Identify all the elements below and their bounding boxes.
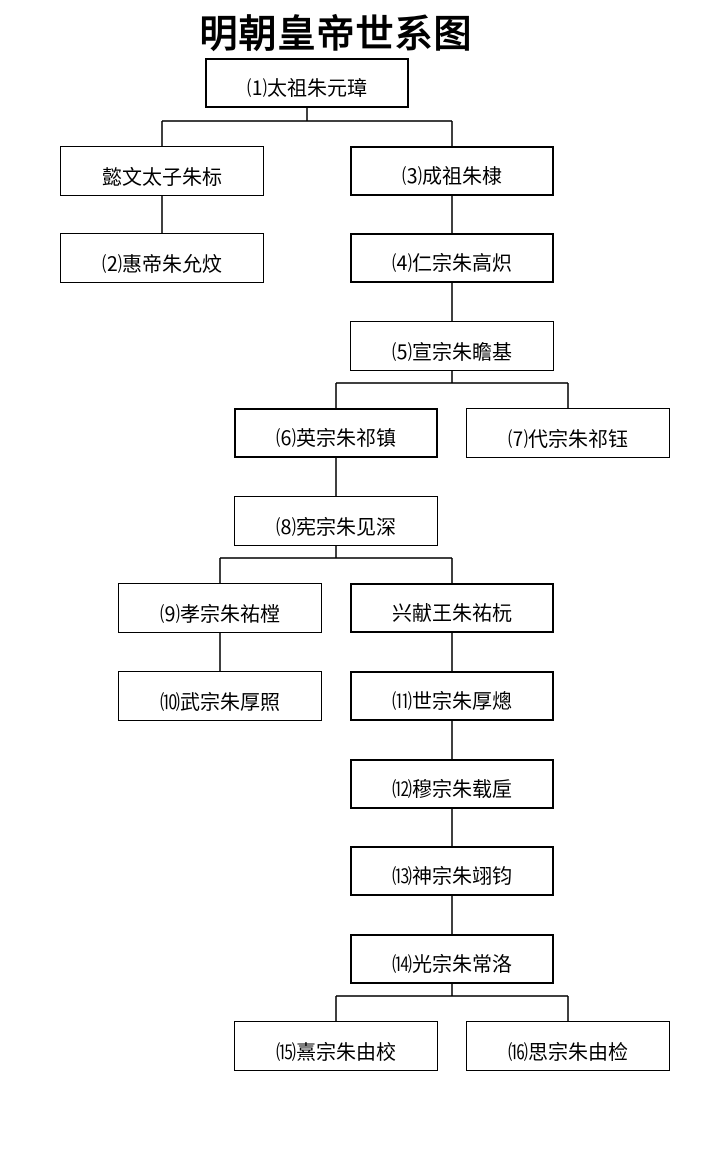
node-yingzong: ⑹英宗朱祁镇	[234, 408, 438, 458]
node-yiwen: 懿文太子朱标	[60, 146, 264, 196]
diagram-title: 明朝皇帝世系图	[199, 11, 473, 56]
node-xizong: ⒂熹宗朱由校	[234, 1021, 438, 1071]
node-chengzu: ⑶成祖朱棣	[350, 146, 554, 196]
node-xuanzong: ⑸宣宗朱瞻基	[350, 321, 554, 371]
node-shizong: ⑾世宗朱厚熜	[350, 671, 554, 721]
node-huidi: ⑵惠帝朱允炆	[60, 233, 264, 283]
node-sizong: ⒃思宗朱由检	[466, 1021, 670, 1071]
node-daizong: ⑺代宗朱祁钰	[466, 408, 670, 458]
node-renzong: ⑷仁宗朱高炽	[350, 233, 554, 283]
node-shenzong: ⒀神宗朱翊钧	[350, 846, 554, 896]
node-xiaozong: ⑼孝宗朱祐樘	[118, 583, 322, 633]
node-guangzong: ⒁光宗朱常洛	[350, 934, 554, 984]
node-muzong: ⑿穆宗朱载垕	[350, 759, 554, 809]
node-taizu: ⑴太祖朱元璋	[205, 58, 409, 108]
node-wuzong: ⑽武宗朱厚照	[118, 671, 322, 721]
node-xingxian: 兴献王朱祐杬	[350, 583, 554, 633]
node-xianzong: ⑻宪宗朱见深	[234, 496, 438, 546]
